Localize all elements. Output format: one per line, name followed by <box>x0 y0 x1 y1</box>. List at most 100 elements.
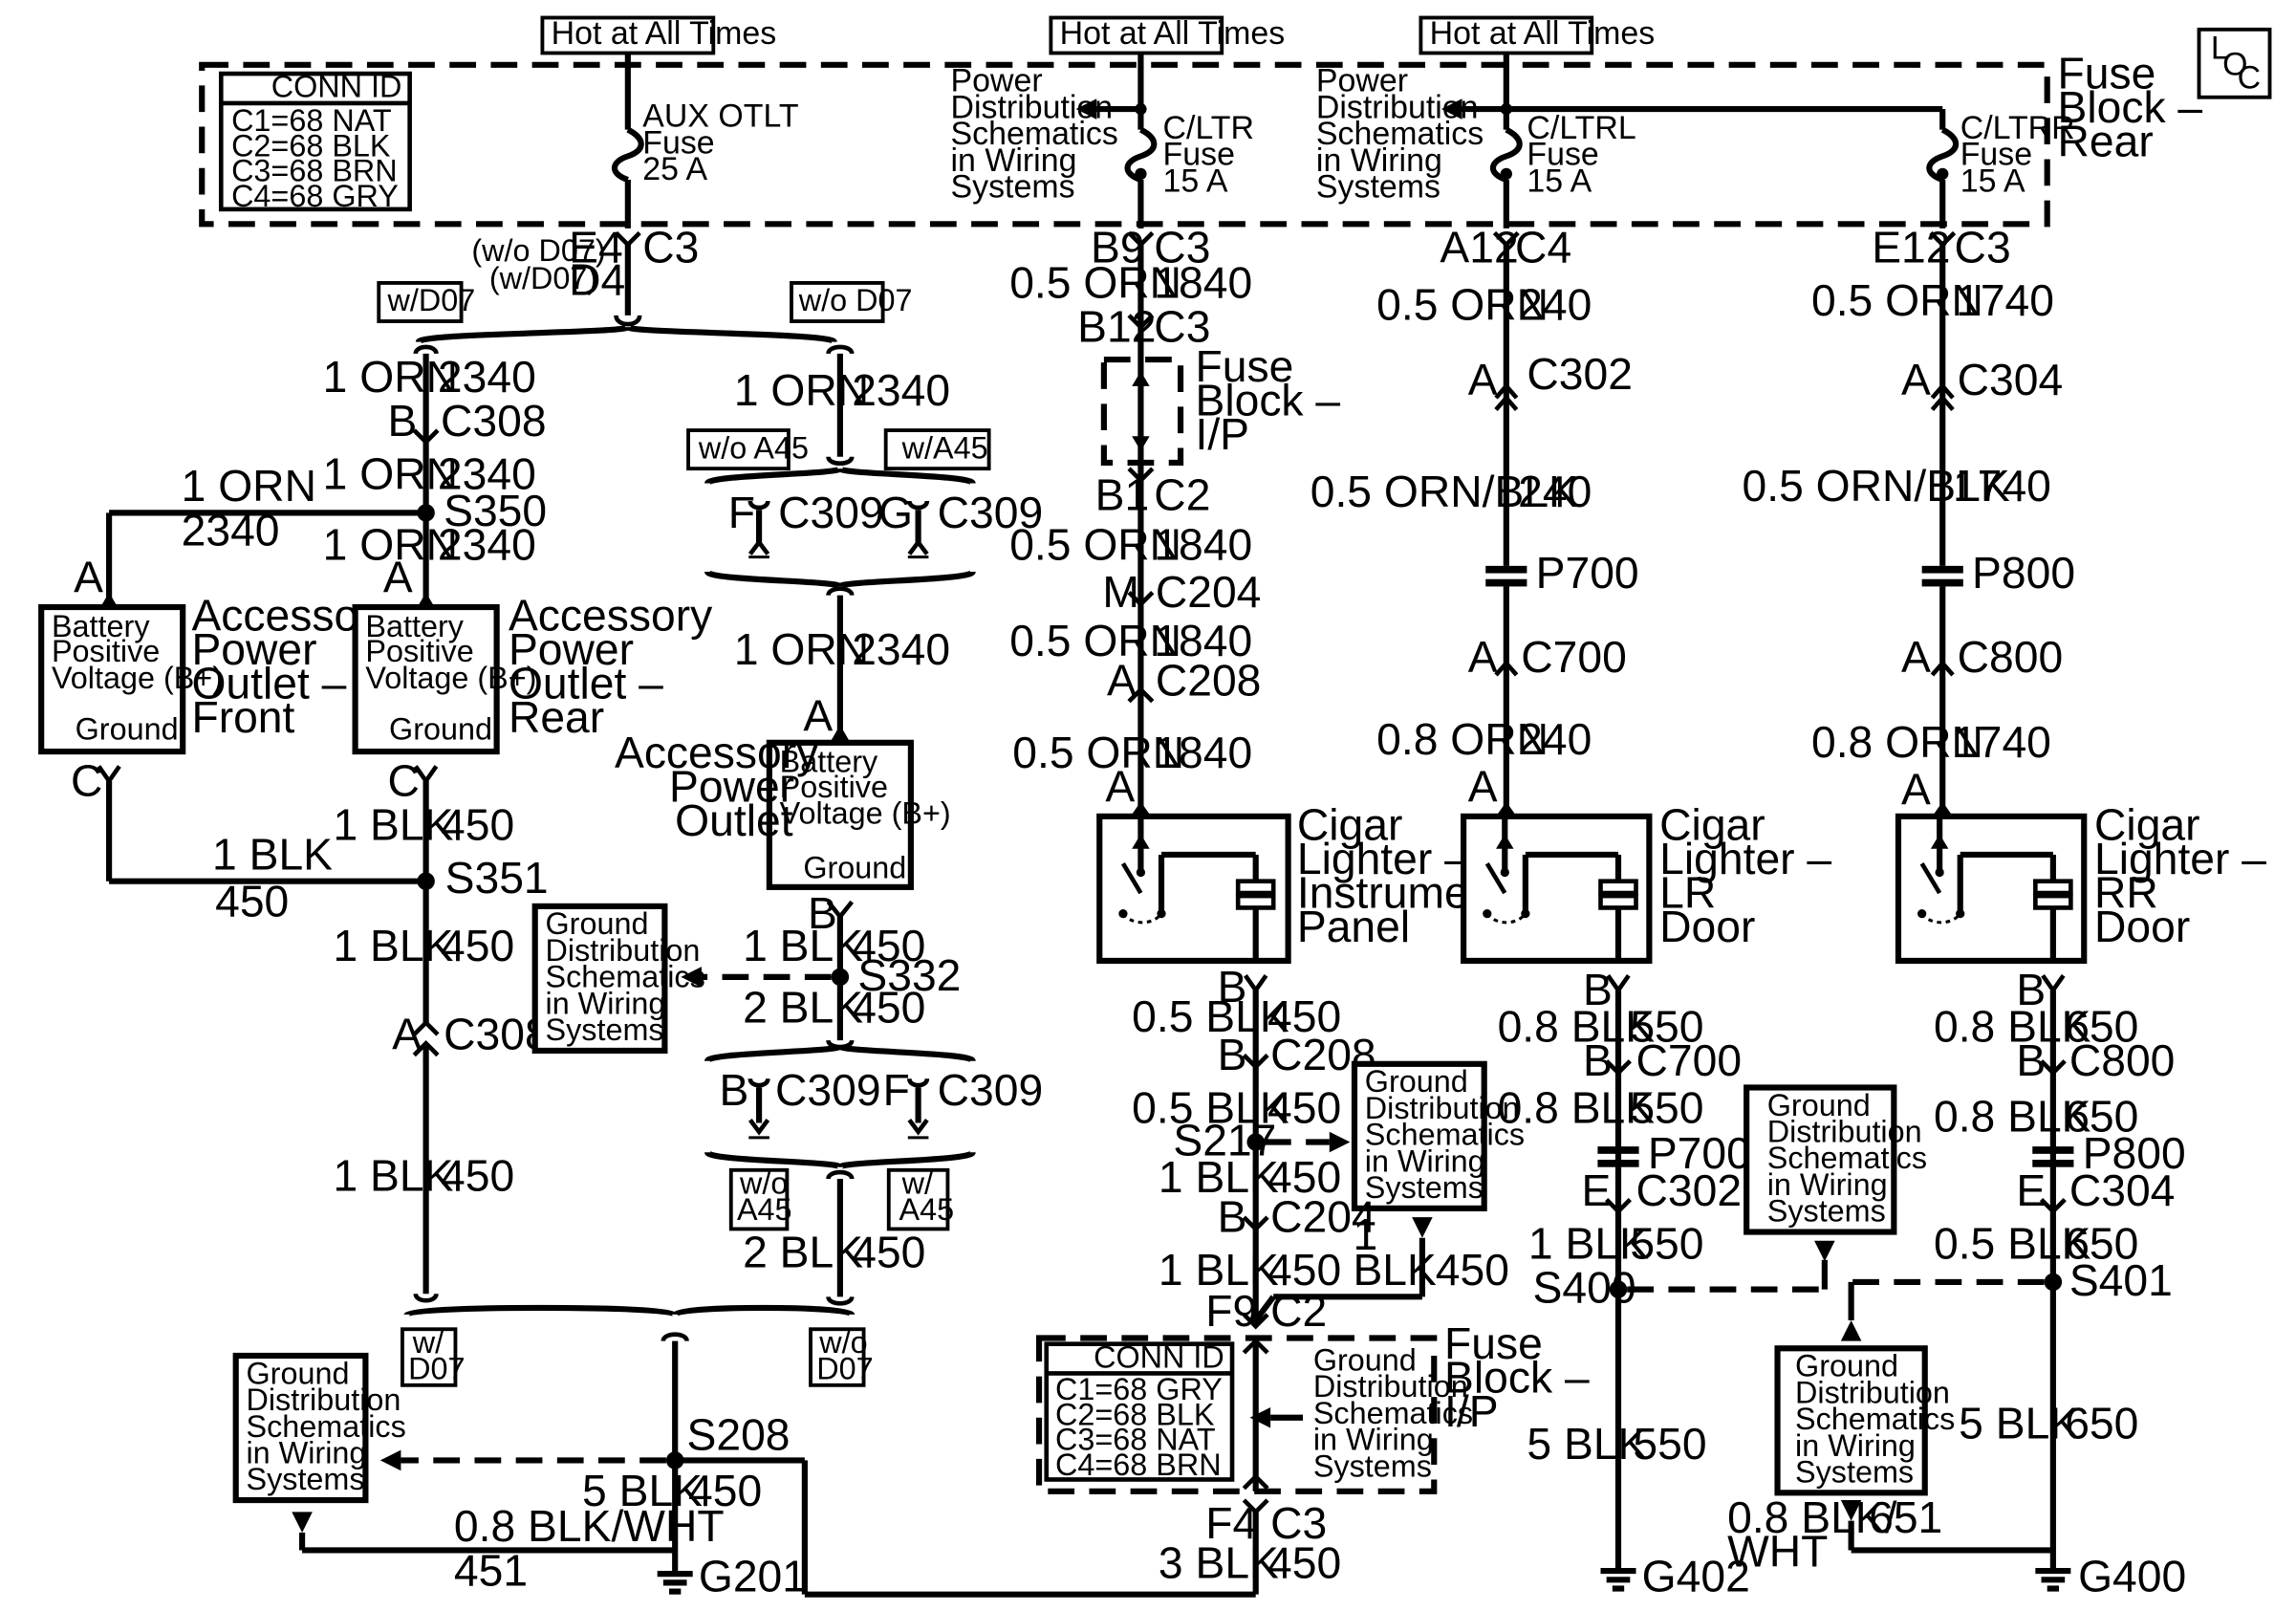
diagram-label: Door <box>2094 902 2190 951</box>
diagram-label: 1 BLK <box>212 829 333 879</box>
diagram-label: P700 <box>1536 548 1639 598</box>
fuse-block-rear-label-1: Fuse <box>2057 48 2155 98</box>
aux-fuse-label: Fuse <box>642 124 714 161</box>
diagram-label: Positive <box>52 634 160 668</box>
diagram-label: 240 <box>1518 467 1592 516</box>
conn-c3: C3 <box>642 222 699 272</box>
wd07-note: (w/D07) <box>489 261 597 295</box>
ground-ref-box-2 <box>531 903 668 1055</box>
diagram-label: A <box>1901 765 1931 815</box>
diagram-label: E12 <box>1872 222 1950 272</box>
diagram-label: Battery <box>780 745 878 779</box>
diagram-label: F <box>883 1065 910 1115</box>
diagram-label: 1 ORN <box>734 624 869 674</box>
power-ref-2: Systems <box>1316 169 1440 206</box>
diagram-label: 450 <box>852 983 925 1033</box>
diagram-label: Ground <box>246 1356 349 1390</box>
pin-d4: D4 <box>569 254 625 304</box>
diagram-label: 450 <box>688 1466 762 1515</box>
cltrr-fuse-label: 15 A <box>1960 163 2025 199</box>
ground-ref-box-3 <box>1351 1060 1487 1211</box>
diagram-label: CONN ID <box>1094 1339 1224 1374</box>
diagram-label: Distribution <box>246 1382 401 1417</box>
fuse-block-rear-label-3: Rear <box>2057 116 2153 165</box>
diagram-label: w/ <box>901 1165 933 1200</box>
hot-label-3-text: Hot at All Times <box>1430 15 1656 52</box>
diagram-label: Front <box>191 692 294 742</box>
diagram-label: Positive <box>780 770 888 804</box>
diagram-label: C309 <box>778 488 884 537</box>
diagram-label: 5 BLK <box>1527 1419 1647 1469</box>
diagram-label: Systems <box>546 1012 664 1047</box>
cltr-fuse <box>1124 126 1158 183</box>
diagram-label: Ground <box>1795 1349 1898 1383</box>
diagram-label: in Wiring <box>1365 1143 1485 1178</box>
diagram-label: A <box>1468 632 1498 682</box>
diagram-label: C204 <box>1156 567 1262 617</box>
aux-otlt-fuse <box>611 126 644 183</box>
diagram-label: 5 BLK <box>582 1466 703 1515</box>
ground-g400: G400 <box>2078 1552 2186 1601</box>
aux-fuse-label: 25 A <box>642 151 707 187</box>
ground-ref-box-1 <box>232 1352 369 1504</box>
diagram-label: 2340 <box>438 449 536 499</box>
diagram-label: B <box>808 888 837 938</box>
loc-symbol <box>2197 27 2272 99</box>
diagram-label: 2340 <box>438 520 536 570</box>
ground-g201: G201 <box>699 1552 807 1601</box>
diagram-label: B12 <box>1077 302 1156 352</box>
diagram-label: 1 ORN <box>323 352 458 402</box>
diagram-label: 1 BLK <box>1159 1152 1279 1202</box>
diagram-label: w/D07 <box>387 283 476 317</box>
diagram-label: Ground <box>76 712 179 747</box>
diagram-label: C700 <box>1521 632 1627 682</box>
diagram-label: Door <box>1659 902 1755 951</box>
wod07-note: (w/o D07) <box>471 233 605 268</box>
diagram-label: w/A45 <box>901 430 988 465</box>
diagram-label: D07 <box>816 1352 873 1386</box>
diagram-label: 240 <box>1518 279 1592 329</box>
fuse-block-rear-label-2: Block – <box>2057 82 2202 132</box>
diagram-label: A45 <box>899 1192 955 1227</box>
diagram-label: 1740 <box>1953 717 2051 767</box>
diagram-label: A <box>803 690 833 740</box>
diagram-label: Fuse <box>1195 341 1293 391</box>
diagram-label: Power <box>669 761 794 811</box>
diagram-label: 0.8 BLK/WHT <box>454 1501 725 1551</box>
diagram-label: 450 <box>1267 1152 1341 1202</box>
option-wod07-lower <box>809 1327 866 1387</box>
diagram-label: Lighter – <box>1297 834 1469 883</box>
diagram-label: C304 <box>1958 355 2064 404</box>
diagram-label: S400 <box>1533 1263 1636 1313</box>
diagram-label: P800 <box>2083 1128 2186 1178</box>
diagram-label: C4=68 BRN <box>1055 1448 1222 1482</box>
diagram-label: Power <box>191 624 316 674</box>
diagram-label: Schematics <box>1767 1141 1927 1175</box>
fuse-block-rear-outline <box>199 61 2050 228</box>
diagram-label: 5 BLK <box>1959 1398 2079 1448</box>
option-wa45-lower <box>886 1167 950 1231</box>
diagram-label: 650 <box>2065 1002 2138 1052</box>
diagram-label: Schematics <box>1313 1396 1473 1430</box>
diagram-label: B <box>2016 1035 2046 1085</box>
diagram-label: 550 <box>1630 1082 1703 1132</box>
diagram-label: Fuse <box>1444 1318 1543 1368</box>
diagram-label: 3 BLK <box>1159 1538 1279 1588</box>
diagram-label: A <box>1901 632 1931 682</box>
diagram-label: 650 <box>2065 1218 2138 1268</box>
diagram-label: 240 <box>1518 714 1592 764</box>
diagram-label: Positive <box>365 634 473 668</box>
diagram-label: 550 <box>1633 1419 1706 1469</box>
cltrl-fuse-label: Fuse <box>1527 137 1598 173</box>
diagram-label: S332 <box>857 950 961 1000</box>
diagram-label: 0.5 ORN <box>1012 728 1184 777</box>
diagram-label: 451 <box>454 1545 528 1595</box>
diagram-label: in Wiring <box>246 1436 366 1470</box>
diagram-label: C309 <box>938 1065 1044 1115</box>
diagram-label: C302 <box>1527 349 1633 399</box>
diagram-label: Lighter – <box>1659 834 1831 883</box>
diagram-label: Block – <box>1444 1353 1590 1403</box>
diagram-label: Lighter – <box>2094 834 2266 883</box>
diagram-label: Schematics <box>546 960 705 994</box>
